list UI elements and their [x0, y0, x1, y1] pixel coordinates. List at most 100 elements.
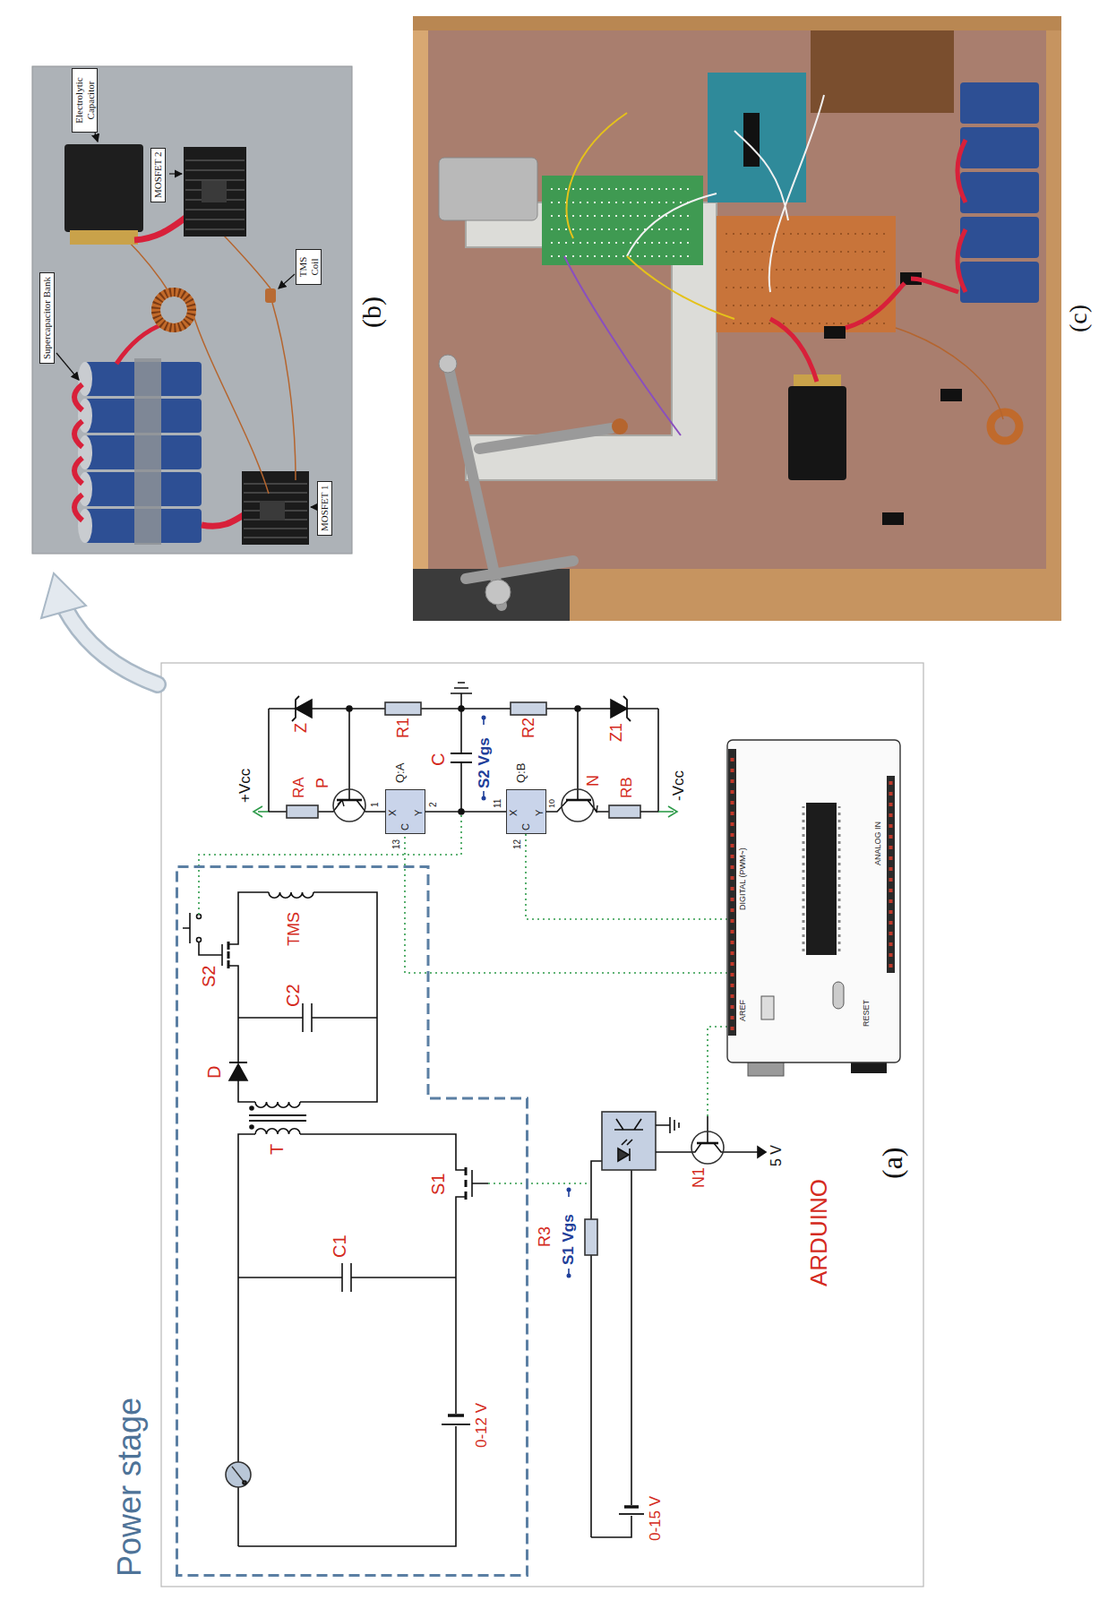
photo-c-shape [940, 388, 962, 402]
gate-driver-s1-shape [618, 1148, 629, 1161]
photo-c-shape [788, 386, 847, 481]
pin-letter: X [386, 809, 398, 816]
photo-b-shape [77, 398, 93, 433]
photo-b-shape [183, 146, 247, 237]
component-label: C [428, 753, 449, 766]
primary-circuit-shape [248, 1115, 307, 1121]
gate-driver-s2-shape [458, 808, 464, 815]
gate-driver-s2-shape [561, 789, 594, 822]
secondary-circuit [182, 892, 378, 1102]
photo-b-shape [74, 384, 83, 521]
photo-b-shape [259, 500, 285, 521]
photo-b-shape [77, 508, 93, 543]
signal-label: S1 Vgs [559, 1213, 578, 1265]
arduino-board [727, 739, 901, 1076]
power-stage-region: Power stage [175, 865, 529, 1577]
callout-text: Supercapacitor Bank [41, 276, 52, 360]
gate-driver-s1-shape [757, 1146, 766, 1158]
secondary-circuit-shape [197, 937, 202, 943]
photo-c-shape [960, 127, 1039, 169]
photo-c-shape [725, 233, 887, 324]
secondary-circuit-shape [229, 1064, 248, 1081]
photo-c-shape [566, 112, 736, 319]
component-label: R3 [535, 1226, 555, 1247]
photo-b-shape [77, 472, 93, 507]
arduino-board-shape [727, 739, 901, 1063]
arduino-board-shape [806, 802, 837, 955]
photo-b-shape [241, 471, 310, 545]
primary-circuit-shape [464, 1167, 468, 1200]
photo-b-shape [64, 144, 144, 232]
pin-label: ANALOG IN [873, 821, 883, 866]
gate-driver-s1-shape [713, 1142, 758, 1152]
component-label: RB [618, 776, 636, 799]
primary-circuit-shape [225, 1461, 251, 1487]
gate-driver-s2-shape [623, 695, 631, 722]
pointer-arrow [41, 573, 158, 685]
primary-circuit-shape [255, 1101, 301, 1108]
panel-letter: (c) [1064, 304, 1093, 333]
photo-c-shape [438, 354, 457, 373]
gate-driver-s1-shape [614, 1118, 644, 1130]
photo-c-shape [960, 82, 1039, 124]
primary-circuit [225, 1101, 489, 1546]
photo-c-shape [960, 261, 1039, 303]
gate-driver-s1-shape [566, 1187, 572, 1193]
gate-driver-s1-shape [601, 1111, 656, 1170]
photo-b-shape [310, 506, 317, 507]
callout-text: MOSFET 1 [318, 485, 330, 532]
photo-b-shape [278, 274, 295, 289]
component-label: T [266, 1143, 288, 1155]
signal-label: S2 Vgs [475, 737, 494, 789]
dashed-outline [175, 865, 529, 1577]
primary-circuit-shape [249, 1124, 254, 1129]
photo-b-shape [125, 223, 296, 494]
pointer-arrow-shape [64, 607, 158, 685]
photo-c-shape [770, 278, 959, 382]
gate-driver-s2-shape [450, 682, 473, 709]
pin-letter: Y [533, 809, 545, 816]
gate-driver-s1-shape [584, 1219, 598, 1255]
pin-number: 13 [391, 839, 403, 850]
photo-c-shape [412, 30, 429, 569]
supply-label: -Vcc [669, 770, 688, 801]
photo-b-shape [134, 358, 162, 545]
photo-c-shape [438, 157, 538, 221]
gate-driver-s2-shape [257, 810, 269, 813]
component-label: R1 [394, 717, 413, 739]
photo-c-shape [707, 72, 807, 203]
supply-label: +Vcc [236, 768, 255, 803]
photo-c-shape [626, 94, 825, 292]
photo-c-shape [882, 512, 904, 525]
pin-number: 1 [369, 801, 381, 808]
signal-wires-shape [525, 833, 728, 919]
component-label: P [313, 777, 333, 789]
component-label: N [583, 774, 603, 787]
arduino-board-shape [761, 995, 774, 1020]
photo-c-shape [550, 188, 695, 257]
arduino-board-shape [728, 748, 737, 1036]
gate-driver-s2-shape [658, 810, 674, 813]
photo-b-shape [77, 361, 93, 396]
photo-c-shape [824, 326, 846, 339]
gate-driver-s2-shape [575, 705, 581, 712]
gate-driver-s2-shape [668, 806, 678, 817]
photo-c-shape [810, 30, 954, 113]
photo-c-shape [960, 216, 1039, 258]
gate-driver-s2-shape [510, 702, 547, 715]
gate-driver-s2-shape [481, 796, 487, 801]
gate-driver-s2-shape [286, 805, 318, 818]
photo-c [412, 16, 1062, 621]
supply-label: 5 V [768, 1144, 785, 1167]
panel-letter: (b) [356, 296, 388, 328]
secondary-circuit-shape [268, 892, 314, 898]
callout-box: TMS Coil [295, 248, 322, 285]
gate-driver-s2-shape [267, 708, 270, 812]
callout-text: Electrolytic Capacitor [73, 77, 96, 123]
callout-box: MOSFET 2 [150, 147, 166, 203]
photo-b-shape [77, 435, 93, 470]
component-label: D [204, 1065, 225, 1079]
component-label: 0-12 V [472, 1402, 491, 1448]
primary-circuit-shape [249, 1106, 254, 1110]
pin-number: 10 [547, 798, 557, 808]
